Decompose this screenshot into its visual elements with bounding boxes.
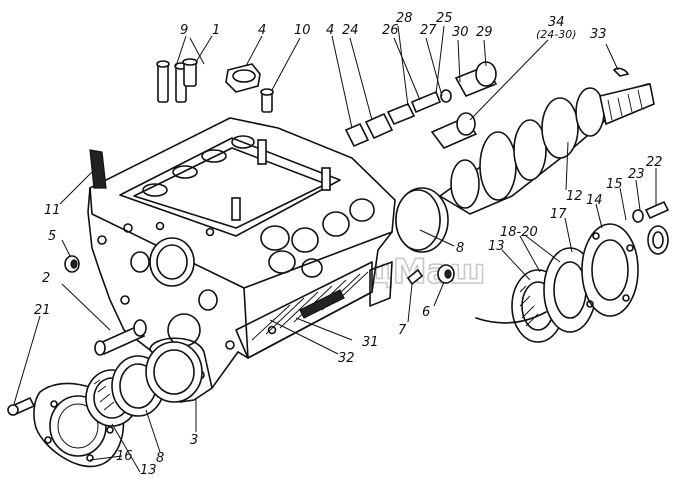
rear-bearing-assembly (475, 200, 670, 343)
callout-32: 32 (338, 351, 355, 366)
callout-3: 3 (190, 433, 198, 448)
small-parts (406, 264, 455, 286)
callout-26: 26 (382, 23, 399, 38)
callout-23: 23 (628, 167, 645, 182)
callout-2: 2 (42, 271, 50, 286)
callout-10: 10 (294, 23, 311, 38)
callout-12: 12 (566, 189, 583, 204)
callout-7: 7 (398, 323, 407, 338)
callout-31: 31 (362, 335, 379, 350)
callout-30: 30 (452, 25, 469, 40)
callout-5: 5 (48, 229, 56, 244)
callout-6: 6 (422, 305, 430, 320)
leader-lines (13, 25, 657, 473)
callout-17: 17 (550, 207, 567, 222)
valve-assembly (344, 61, 498, 149)
callout-24: 24 (342, 23, 359, 38)
callout-18-20: 18-20 (500, 225, 538, 240)
callout-1: 1 (212, 23, 220, 38)
callout-11: 11 (44, 203, 61, 218)
callout-8-front: 8 (156, 451, 164, 466)
callout-labels: 9 1 4 10 4 24 28 26 25 27 30 29 34 (24-3… (34, 11, 663, 478)
callout-34: 34 (548, 15, 565, 30)
callout-4-pump: 4 (326, 23, 334, 38)
callout-9: 9 (180, 23, 188, 38)
callout-29: 29 (476, 25, 493, 40)
studs-and-plugs (89, 58, 274, 189)
callout-13-rear: 13 (488, 239, 505, 254)
callout-13-front: 13 (140, 463, 157, 478)
callout-33: 33 (590, 27, 607, 42)
callout-14: 14 (586, 193, 603, 208)
callout-15: 15 (606, 177, 623, 192)
callout-4-top: 4 (258, 23, 266, 38)
callout-16: 16 (116, 449, 133, 464)
callout-21: 21 (34, 303, 51, 318)
crankcase-block (87, 117, 396, 403)
callout-34-range: (24-30) (536, 28, 577, 41)
callout-22: 22 (646, 155, 663, 170)
crankshaft-assembly (395, 67, 655, 253)
callout-27: 27 (420, 23, 437, 38)
callout-25: 25 (436, 11, 453, 26)
callout-28: 28 (396, 11, 413, 26)
callout-8-gear: 8 (456, 241, 464, 256)
front-flange-assembly (7, 255, 203, 468)
